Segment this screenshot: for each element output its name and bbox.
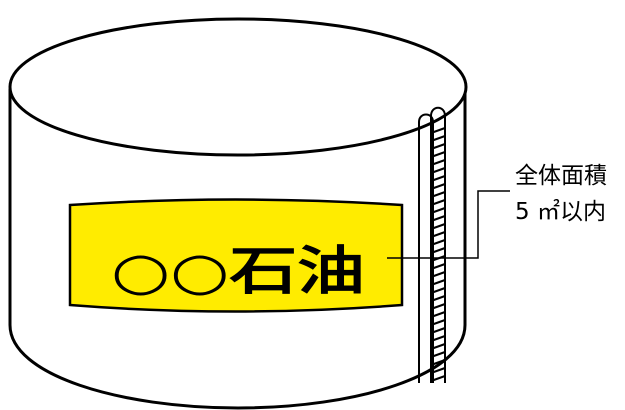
ladder-rung xyxy=(430,279,446,286)
ladder-rung xyxy=(430,351,446,358)
ladder-rung xyxy=(430,151,446,158)
ladder-rung xyxy=(430,287,446,294)
tank-top xyxy=(8,17,468,157)
sign-text: ○○石油 xyxy=(111,242,365,302)
ladder-rung xyxy=(430,367,446,374)
ladder-rung xyxy=(430,375,446,382)
ladder-rung xyxy=(430,327,446,334)
ladder-rung xyxy=(430,303,446,310)
ladder-rung xyxy=(430,223,446,230)
ladder-rung xyxy=(430,135,446,142)
ladder-rung xyxy=(430,295,446,302)
ladder-rung xyxy=(430,127,446,134)
annotation-line-1: 全体面積 xyxy=(515,163,607,189)
ladder-icon xyxy=(418,106,446,383)
ladder-rung xyxy=(430,167,446,174)
ladder-rung xyxy=(430,143,446,150)
ladder-rung xyxy=(430,311,446,318)
annotation-line-2: 5 ㎡以内 xyxy=(515,199,606,225)
ladder-rung xyxy=(430,215,446,222)
ladder-rung xyxy=(430,175,446,182)
ladder-rung xyxy=(430,247,446,254)
ladder-rung xyxy=(430,359,446,366)
ladder-rung xyxy=(430,191,446,198)
ladder-rung xyxy=(430,271,446,278)
ladder-rung xyxy=(430,199,446,206)
ladder-rung xyxy=(430,207,446,214)
ladder-rung xyxy=(430,343,446,350)
ladder-rung xyxy=(430,335,446,342)
ladder-rung xyxy=(430,319,446,326)
sign-board xyxy=(68,198,404,313)
ladder-rung xyxy=(430,263,446,270)
ladder-rung xyxy=(430,239,446,246)
ladder-rung xyxy=(430,159,446,166)
ladder-rung xyxy=(430,231,446,238)
leader-line xyxy=(387,190,510,259)
ladder-rung xyxy=(430,183,446,190)
